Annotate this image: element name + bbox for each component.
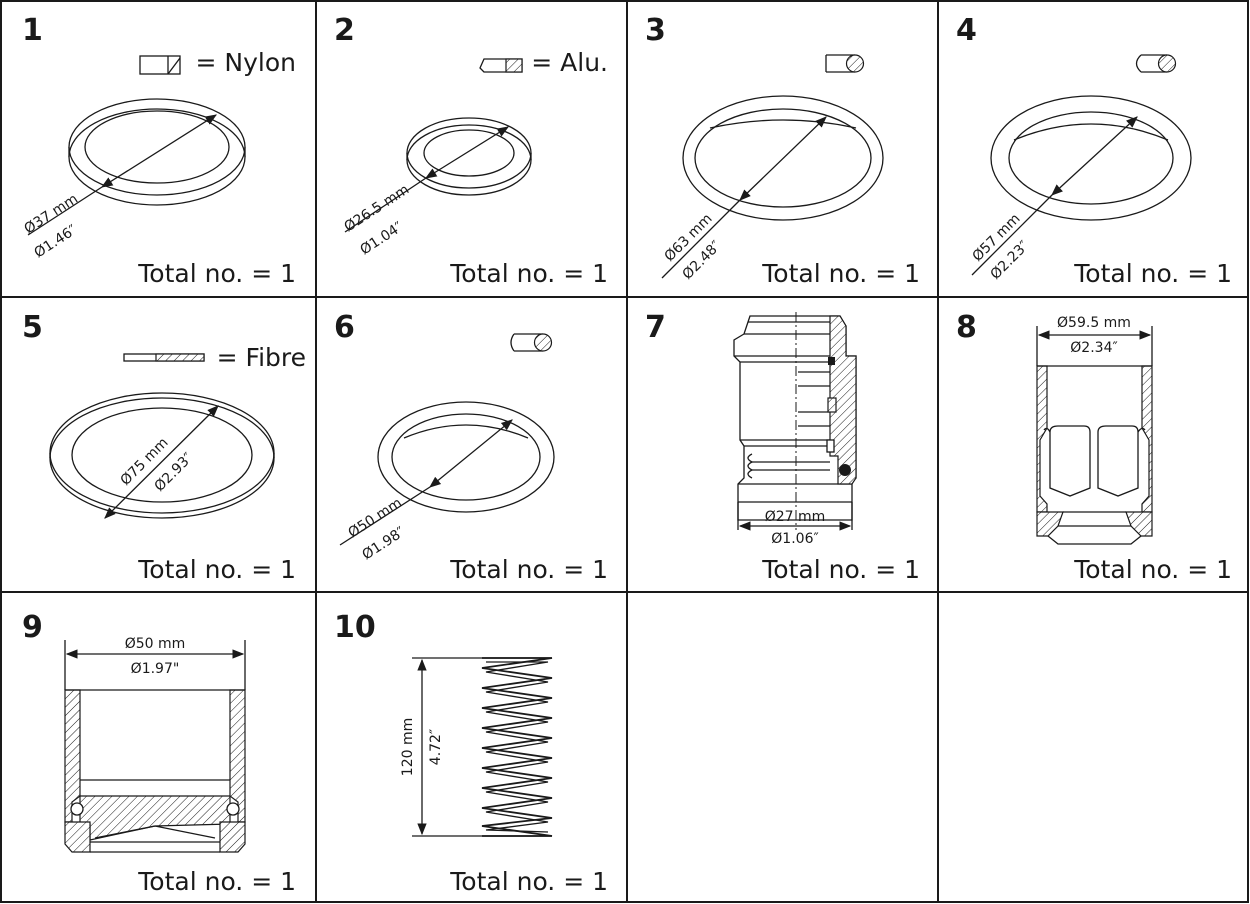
- total-count: Total no. = 1: [449, 867, 608, 896]
- part-number: 2: [334, 13, 355, 48]
- strainer-body-section-drawing: [1036, 326, 1153, 545]
- part-cell-2: 2 = Alu. Ø26.5 mm Ø1.04″ Total no. = 1: [334, 13, 608, 288]
- spring-drawing: [412, 657, 553, 837]
- total-count: Total no. = 1: [761, 555, 920, 584]
- material-label: = Alu.: [531, 48, 608, 77]
- part-cell-5: 5 = Fibre Ø75 mm Ø2.93″ Total no. = 1: [22, 310, 306, 584]
- o-ring-drawing: [661, 95, 884, 279]
- part-number: 8: [956, 310, 977, 345]
- filter-cup-section-drawing: [64, 640, 246, 853]
- part-cell-1: 1 = Nylon Ø37 mm Ø1.46″ Total no. = 1: [21, 13, 296, 288]
- total-count: Total no. = 1: [1073, 259, 1232, 288]
- part-number: 5: [22, 310, 43, 345]
- dimension-mm: Ø27 mm: [765, 509, 826, 525]
- part-cell-9: 9 Ø50 mm Ø1.97" Total no. = 1: [22, 610, 296, 896]
- total-count: Total no. = 1: [137, 259, 296, 288]
- valve-insert-section-drawing: [733, 312, 857, 531]
- fibre-section-icon: [123, 353, 205, 362]
- round-section-icon: [510, 333, 553, 352]
- aluminium-section-icon: [479, 58, 523, 73]
- part-number: 6: [334, 310, 355, 345]
- part-number: 10: [334, 610, 376, 645]
- dimension-inch: Ø1.97": [131, 661, 180, 677]
- round-section-icon: [1135, 54, 1177, 73]
- part-number: 9: [22, 610, 43, 645]
- dimension-inch: Ø2.34″: [1070, 340, 1117, 356]
- total-count: Total no. = 1: [449, 555, 608, 584]
- part-number: 4: [956, 13, 977, 48]
- part-cell-10: 10 120 mm 4.72″ Total no. = 1: [334, 610, 608, 896]
- part-number: 7: [645, 310, 666, 345]
- dimension-mm: 120 mm: [400, 718, 416, 776]
- empty-cell: [630, 595, 935, 900]
- part-cell-4: 4 Ø57 mm Ø2.23″ Total no. = 1: [956, 13, 1232, 288]
- o-ring-drawing: [971, 95, 1192, 276]
- total-count: Total no. = 1: [137, 867, 296, 896]
- part-cell-3: 3 Ø63 mm Ø2.48″ Total no. = 1: [645, 13, 920, 288]
- o-ring-drawing: [339, 401, 555, 546]
- dimension-inch: 4.72″: [428, 729, 444, 765]
- total-count: Total no. = 1: [1073, 555, 1232, 584]
- empty-cell: [941, 595, 1246, 900]
- dimension-mm: Ø59.5 mm: [1057, 315, 1131, 331]
- total-count: Total no. = 1: [761, 259, 920, 288]
- part-cell-7: 7: [645, 310, 920, 584]
- dimension-mm: Ø50 mm: [125, 636, 186, 652]
- total-count: Total no. = 1: [137, 555, 296, 584]
- round-section-icon: [825, 54, 865, 73]
- total-count: Total no. = 1: [449, 259, 608, 288]
- material-label: = Nylon: [196, 48, 296, 77]
- part-number: 3: [645, 13, 666, 48]
- dimension-inch: Ø1.06″: [771, 531, 818, 547]
- nylon-section-icon: [139, 55, 181, 75]
- aluminium-ring-drawing: [344, 117, 532, 233]
- part-number: 1: [22, 13, 43, 48]
- part-cell-8: 8 Ø59.5 mm Ø2.34″ Total no. = 1: [956, 310, 1232, 584]
- part-cell-6: 6 Ø50 mm Ø1.98″ Total no. = 1: [334, 310, 608, 584]
- fibre-gasket-drawing: [49, 392, 275, 519]
- material-label: = Fibre: [217, 343, 306, 372]
- nylon-ring-drawing: [27, 98, 246, 236]
